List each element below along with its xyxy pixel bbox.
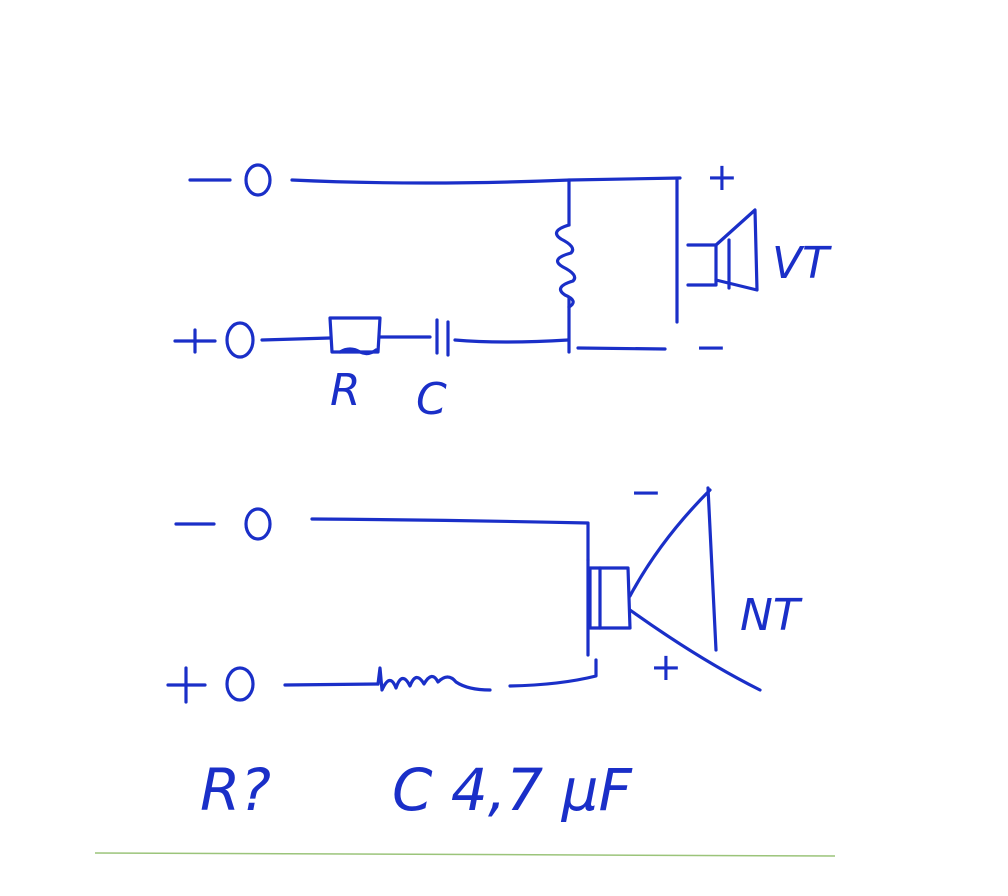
midrange-speaker-icon — [586, 486, 762, 692]
tweeter-speaker-icon — [686, 208, 759, 292]
top-minus-wire — [290, 176, 682, 185]
speaker-label-nt: NT — [740, 590, 803, 641]
top-bottom-wire — [576, 346, 667, 351]
series-coil — [376, 666, 492, 692]
capacitor-value: C 4,7 μF — [392, 756, 634, 824]
bottom-circuit: − + NT — [166, 470, 803, 704]
bottom-minus-wire — [310, 517, 590, 562]
speaker-minus-label-bottom: − — [630, 470, 662, 514]
resistor-symbol — [328, 316, 382, 354]
resistor-label: R — [330, 365, 361, 416]
speaker-label-vt: VT — [772, 238, 832, 289]
speaker-plus-label-bottom: + — [650, 645, 682, 689]
top-plus-wire-3 — [453, 338, 570, 344]
top-plus-terminal — [225, 321, 255, 359]
top-minus-terminal — [244, 163, 272, 197]
top-circuit: −O R C + − VT — [173, 155, 832, 425]
question-line: R? C 4,7 μF — [200, 756, 634, 824]
ruled-line — [94, 852, 836, 857]
top-plus-wire-1 — [260, 336, 332, 342]
resistor-squiggle — [338, 347, 378, 356]
bottom-plus-terminal — [225, 666, 255, 702]
resistor-question: R? — [200, 756, 271, 824]
speaker-plus-label: + — [706, 155, 738, 199]
inductor-coil — [554, 223, 577, 309]
speaker-minus-label: − — [695, 325, 727, 369]
bottom-plus-wire-2 — [508, 658, 598, 688]
bottom-plus-wire-1 — [283, 682, 380, 687]
capacitor-label: C — [416, 374, 447, 425]
bottom-minus-terminal — [244, 507, 272, 541]
